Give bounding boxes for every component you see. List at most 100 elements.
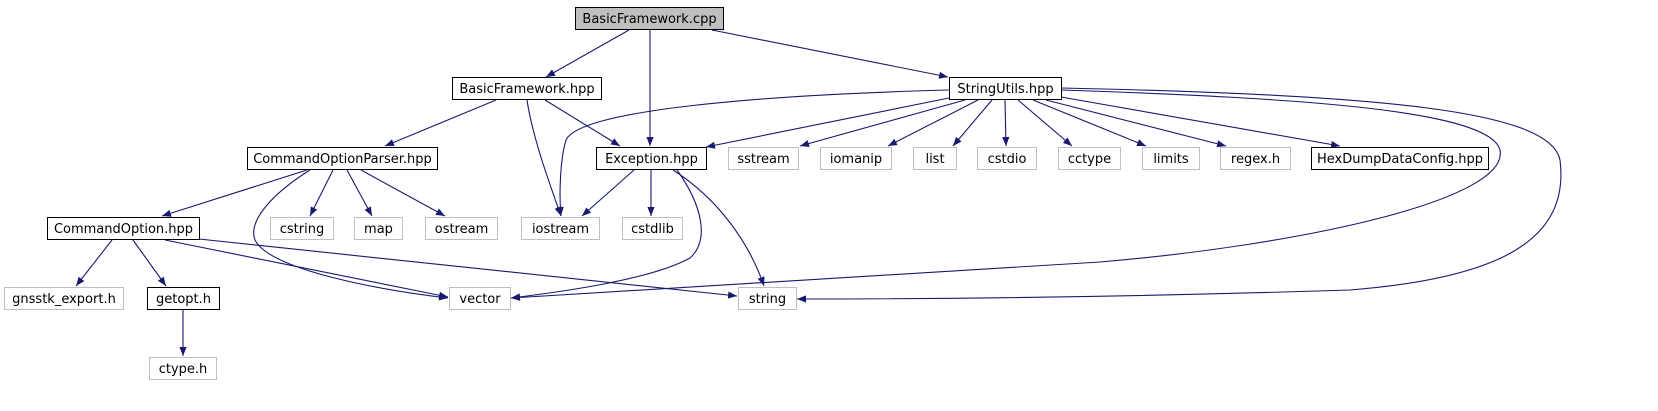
edge-basic-framework-cpp-to-basic-framework-hpp bbox=[545, 29, 630, 78]
node-box bbox=[270, 217, 334, 240]
edge-exception-hpp-to-vector bbox=[510, 169, 702, 301]
edge-string-utils-hpp-to-cstdio bbox=[1002, 99, 1010, 147]
node-box bbox=[149, 357, 217, 380]
node-box bbox=[47, 217, 200, 240]
edge-string-utils-hpp-to-exception-hpp bbox=[705, 97, 950, 149]
edge-string-utils-hpp-to-hex-dump-data-config-hpp bbox=[1060, 96, 1341, 148]
node-box bbox=[820, 147, 892, 170]
node-ctype-h: ctype.h bbox=[149, 357, 217, 380]
node-label: StringUtils.hpp bbox=[957, 82, 1053, 97]
node-gnsstk-export-h: gnsstk_export.h bbox=[4, 287, 124, 310]
node-box bbox=[622, 217, 683, 240]
node-box bbox=[596, 147, 707, 170]
node-label: cctype bbox=[1068, 152, 1111, 167]
node-string-utils-hpp[interactable]: StringUtils.hpp bbox=[949, 77, 1062, 100]
edge-string-utils-hpp-to-sstream bbox=[799, 99, 966, 148]
nodes-layer: BasicFramework.cpp BasicFramework.hpp St… bbox=[4, 7, 1489, 380]
edge-string-utils-hpp-to-limits bbox=[1032, 99, 1147, 147]
edge-string-utils-hpp-to-iomanip bbox=[887, 99, 979, 147]
node-label: getopt.h bbox=[156, 292, 211, 307]
edge-string-utils-hpp-to-list bbox=[952, 99, 993, 147]
node-box bbox=[738, 287, 797, 310]
node-label: cstdlib bbox=[631, 222, 674, 237]
node-box bbox=[1220, 147, 1291, 170]
node-label: cstdio bbox=[988, 152, 1027, 167]
node-label: string bbox=[749, 292, 786, 307]
node-label: CommandOption.hpp bbox=[54, 222, 193, 237]
node-hex-dump-data-config-hpp[interactable]: HexDumpDataConfig.hpp bbox=[1311, 147, 1489, 170]
node-label: sstream bbox=[737, 152, 789, 167]
node-limits: limits bbox=[1142, 147, 1200, 170]
node-label: iomanip bbox=[830, 152, 882, 167]
edge-string-utils-hpp-to-iostream bbox=[556, 89, 950, 217]
edge-basic-framework-hpp-to-iostream bbox=[526, 99, 562, 217]
node-box bbox=[575, 7, 724, 30]
edge-string-utils-hpp-to-regex-h bbox=[1045, 99, 1227, 148]
node-box bbox=[354, 217, 403, 240]
node-list: list bbox=[913, 147, 957, 170]
node-vector: vector bbox=[449, 287, 511, 310]
node-box bbox=[521, 217, 600, 240]
node-label: gnsstk_export.h bbox=[12, 292, 116, 307]
node-box bbox=[4, 287, 124, 310]
edge-command-option-hpp-to-string bbox=[198, 238, 738, 299]
edge-exception-hpp-to-string bbox=[672, 169, 765, 287]
edge-basic-framework-cpp-to-string-utils-hpp bbox=[711, 29, 949, 79]
node-box bbox=[913, 147, 957, 170]
node-command-option-hpp[interactable]: CommandOption.hpp bbox=[47, 217, 200, 240]
node-cctype: cctype bbox=[1058, 147, 1121, 170]
node-label: BasicFramework.hpp bbox=[459, 82, 594, 97]
node-iomanip: iomanip bbox=[820, 147, 892, 170]
edge-command-option-parser-hpp-to-command-option-hpp bbox=[161, 169, 308, 217]
edge-command-option-hpp-to-getopt-h bbox=[132, 239, 167, 287]
node-box bbox=[977, 147, 1037, 170]
node-label: iostream bbox=[532, 222, 589, 237]
node-box bbox=[425, 217, 498, 240]
node-basic-framework-hpp[interactable]: BasicFramework.hpp bbox=[452, 77, 602, 100]
node-command-option-parser-hpp[interactable]: CommandOptionParser.hpp bbox=[247, 147, 438, 170]
node-iostream: iostream bbox=[521, 217, 600, 240]
node-sstream: sstream bbox=[728, 147, 799, 170]
node-box bbox=[1311, 147, 1489, 170]
edge-string-utils-hpp-to-cctype bbox=[1017, 99, 1073, 147]
edge-exception-hpp-to-iostream bbox=[581, 169, 635, 217]
node-ostream: ostream bbox=[425, 217, 498, 240]
node-box bbox=[452, 77, 602, 100]
node-box bbox=[247, 147, 438, 170]
node-box bbox=[949, 77, 1062, 100]
node-basic-framework-cpp[interactable]: BasicFramework.cpp bbox=[575, 7, 724, 30]
edge-command-option-parser-hpp-to-cstring bbox=[309, 169, 334, 217]
edge-command-option-parser-hpp-to-map bbox=[346, 169, 373, 217]
node-label: regex.h bbox=[1231, 152, 1280, 167]
node-cstring: cstring bbox=[270, 217, 334, 240]
edge-string-utils-hpp-to-vector bbox=[510, 89, 1501, 301]
edge-command-option-hpp-to-gnsstk-export-h bbox=[75, 239, 113, 287]
node-cstdlib: cstdlib bbox=[622, 217, 683, 240]
node-regex-h: regex.h bbox=[1220, 147, 1291, 170]
node-label: HexDumpDataConfig.hpp bbox=[1317, 152, 1483, 167]
node-map: map bbox=[354, 217, 403, 240]
node-box bbox=[1142, 147, 1200, 170]
node-label: limits bbox=[1153, 152, 1189, 167]
node-label: Exception.hpp bbox=[605, 152, 698, 167]
node-string: string bbox=[738, 287, 797, 310]
node-label: list bbox=[925, 152, 944, 167]
node-box bbox=[728, 147, 799, 170]
node-label: BasicFramework.cpp bbox=[582, 12, 716, 27]
node-label: ctype.h bbox=[159, 362, 208, 377]
node-cstdio: cstdio bbox=[977, 147, 1037, 170]
node-label: CommandOptionParser.hpp bbox=[253, 152, 432, 167]
node-label: cstring bbox=[280, 222, 324, 237]
node-box bbox=[1058, 147, 1121, 170]
node-exception-hpp[interactable]: Exception.hpp bbox=[596, 147, 707, 170]
edge-basic-framework-hpp-to-exception-hpp bbox=[544, 99, 621, 147]
edge-string-utils-hpp-to-string bbox=[796, 87, 1562, 303]
node-label: vector bbox=[459, 292, 501, 307]
edges-layer bbox=[75, 29, 1562, 356]
node-box bbox=[449, 287, 511, 310]
node-box bbox=[147, 287, 220, 310]
node-getopt-h[interactable]: getopt.h bbox=[147, 287, 220, 310]
edge-command-option-parser-hpp-to-ostream bbox=[360, 169, 446, 217]
edge-basic-framework-hpp-to-command-option-parser-hpp bbox=[384, 99, 497, 147]
